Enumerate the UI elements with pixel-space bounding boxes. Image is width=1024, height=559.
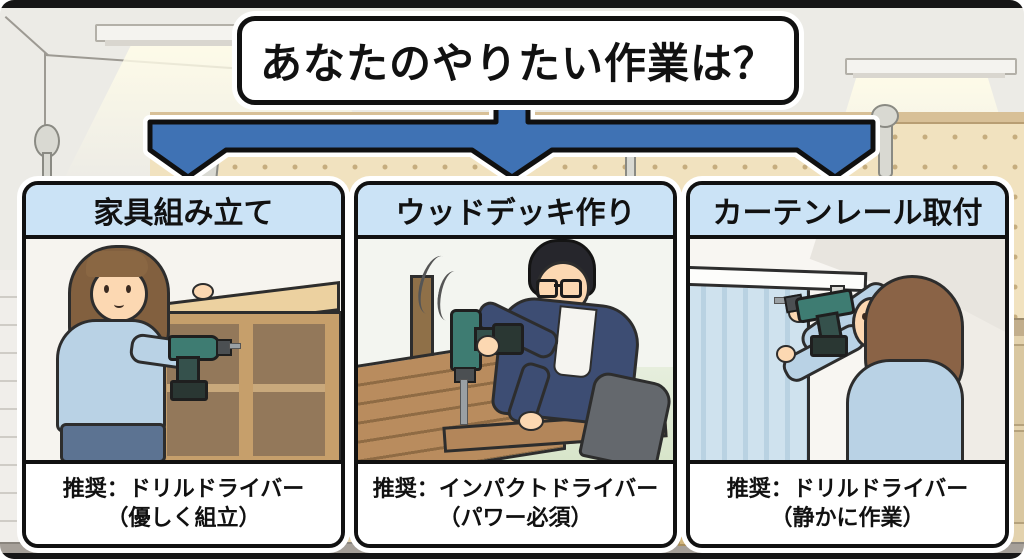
page-title: あなたのやりたい作業は？ — [259, 39, 776, 88]
panel-curtain-rail: カーテンレール取付 推奨：ドリルドライバー — [686, 181, 1009, 548]
woman-eye — [126, 285, 131, 293]
recommendation-note: （優しく組立） — [106, 506, 261, 531]
flow-arrow-icon — [143, 93, 880, 182]
woman-mouth — [114, 301, 124, 308]
illustration-wood-deck — [358, 239, 673, 460]
drill-battery — [170, 380, 208, 401]
woman-eye — [862, 313, 867, 320]
recommendation-box: 推奨：ドリルドライバー （静かに作業） — [690, 460, 1005, 544]
panel-header-label: カーテンレール取付 — [712, 196, 983, 231]
panel-header-label: ウッドデッキ作り — [395, 196, 636, 231]
top-frame-bar — [0, 0, 1024, 8]
man-shirt — [552, 305, 598, 379]
drill-bit — [229, 343, 241, 349]
woman-jeans — [60, 423, 166, 460]
ceiling-corner-line — [4, 16, 50, 57]
ceiling-light-right-lip — [853, 73, 1005, 78]
recommendation-box: 推奨：インパクトドライバー （パワー必須） — [358, 460, 673, 544]
panel-header: ウッドデッキ作り — [358, 185, 673, 239]
woman-hand-on-cabinet — [192, 283, 214, 300]
panel-header: カーテンレール取付 — [690, 185, 1005, 239]
panel-header: 家具組み立て — [26, 185, 341, 239]
man-leg — [577, 369, 673, 460]
recommendation-box: 推奨：ドリルドライバー （優しく組立） — [26, 460, 341, 544]
recommendation-text: 推奨：ドリルドライバー — [726, 476, 969, 502]
glasses-bridge — [554, 284, 561, 287]
man-hand-on-driver — [476, 335, 500, 357]
woman-hand — [776, 345, 796, 363]
woman-body — [846, 359, 964, 460]
wall-corner-line — [44, 52, 46, 182]
panel-header-label: 家具組み立て — [93, 196, 274, 231]
glasses-icon — [560, 279, 582, 298]
impact-driver-bit — [460, 379, 468, 425]
drill-battery — [810, 335, 848, 357]
cabinet-compartment — [253, 324, 325, 456]
cabinet-shelf — [253, 384, 325, 392]
panel-wood-deck: ウッドデッキ作り — [354, 181, 677, 548]
title-box: あなたのやりたい作業は？ — [237, 16, 799, 105]
recommendation-note: （パワー必須） — [438, 506, 593, 531]
recommendation-text: 推奨：インパクトドライバー — [372, 476, 659, 502]
man-hand-on-plank — [518, 411, 544, 431]
recommendation-text: 推奨：ドリルドライバー — [62, 476, 305, 502]
woman-bangs — [86, 251, 148, 277]
panel-furniture-assembly: 家具組み立て — [22, 181, 345, 548]
illustration-curtain-rail — [690, 239, 1005, 460]
illustration-furniture-assembly — [26, 239, 341, 460]
ceiling-light-lip — [105, 40, 355, 46]
woman-eye — [104, 285, 109, 293]
recommendation-note: （静かに作業） — [770, 506, 925, 531]
glasses-icon — [536, 279, 558, 298]
bottom-frame-bar — [0, 553, 1024, 559]
